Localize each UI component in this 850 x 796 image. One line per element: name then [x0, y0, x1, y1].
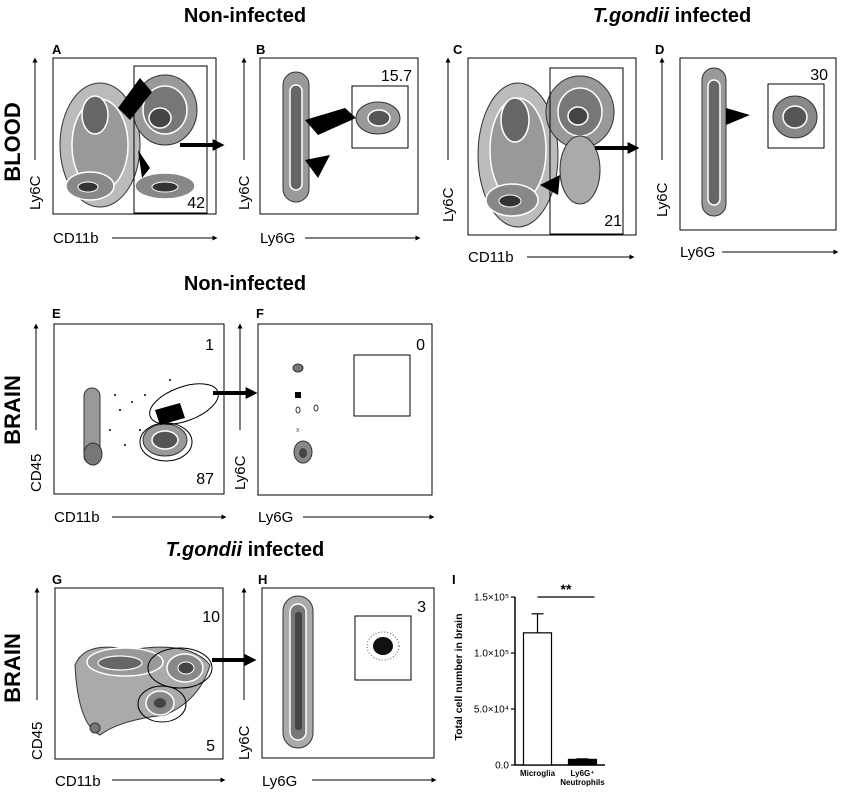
- x-axis-label: Ly6G: [262, 773, 297, 790]
- flow-density: [282, 595, 400, 749]
- y-axis-label: CD45: [28, 454, 45, 492]
- header-non-infected-top: Non-infected: [184, 5, 306, 27]
- flow-density: [701, 67, 818, 217]
- category-label: Ly6G⁺: [571, 769, 595, 778]
- x-axis-label: CD11b: [55, 773, 101, 790]
- panel-b: B 15.7 Ly6C Ly6G: [236, 42, 421, 247]
- panel-d: D 30 Ly6C Ly6G: [654, 42, 839, 261]
- panel-a: A 42 Ly6C CD11b: [27, 42, 225, 247]
- y-tick-label: 1.0×10⁵: [474, 649, 509, 660]
- x-axis-label: Ly6G: [258, 509, 293, 526]
- panel-f: F x 0 Ly6C Ly6G: [232, 306, 435, 526]
- x-axis-label: Ly6G: [260, 230, 295, 247]
- flow-density: [477, 75, 615, 228]
- gate-upper: [147, 647, 213, 689]
- panel-letter: C: [453, 42, 463, 57]
- y-axis-label: Ly6C: [232, 455, 249, 490]
- panel-letter: A: [52, 42, 62, 57]
- gate-lower: [137, 685, 187, 723]
- header-non-infected-middle: Non-infected: [184, 273, 306, 295]
- panel-letter: H: [258, 572, 267, 587]
- header-infected-top: T.gondii infected: [593, 5, 752, 27]
- bar-chart: 0.0 5.0×10⁴ 1.0×10⁵ 1.5×10⁵ Microglia Ly6G⁺Ne…: [474, 581, 605, 787]
- bar: [522, 632, 553, 766]
- gate-percent: 30: [810, 67, 828, 84]
- gate-percent-upper: 10: [202, 609, 220, 626]
- gate: [354, 615, 412, 681]
- plot-frame: [53, 323, 225, 495]
- panel-letter: D: [655, 42, 664, 57]
- gate: [351, 85, 409, 149]
- x-axis-label: CD11b: [468, 249, 514, 266]
- significance-label: **: [561, 581, 572, 597]
- panel-h: H 3 Ly6C Ly6G: [236, 572, 437, 790]
- flow-density: x: [292, 363, 319, 464]
- y-axis-label: Total cell number in brain: [453, 614, 465, 741]
- y-tick-label: 5.0×10⁴: [474, 705, 509, 716]
- flow-density: [282, 71, 401, 203]
- y-tick-label: 0.0: [495, 761, 509, 772]
- panel-letter: I: [452, 572, 456, 587]
- gate: [353, 354, 411, 417]
- plot-frame: [257, 323, 433, 496]
- flow-density: [74, 646, 211, 736]
- header-infected-bottom: T.gondii infected: [166, 539, 325, 561]
- flow-density: [83, 379, 188, 466]
- row-label-blood: BLOOD: [0, 102, 25, 181]
- gate: [767, 83, 825, 149]
- y-axis-label: Ly6C: [27, 175, 44, 210]
- category-label: Microglia: [520, 769, 556, 778]
- y-axis-label: Ly6C: [236, 725, 253, 760]
- y-tick-label: 1.5×10⁵: [474, 593, 509, 604]
- gate-percent: 0: [416, 337, 425, 354]
- y-axis-label: Ly6C: [654, 182, 671, 217]
- panel-g: G 10 5 CD45 CD11b: [29, 572, 257, 790]
- panel-letter: B: [256, 42, 265, 57]
- svg-text:x: x: [296, 427, 300, 434]
- gate-percent-upper: 1: [205, 337, 214, 354]
- gate-percent: 21: [604, 213, 622, 230]
- gate: [133, 65, 208, 214]
- bar: [567, 758, 598, 766]
- y-axis-label: Ly6C: [440, 187, 457, 222]
- panel-e: E 1 87 CD45 CD11b: [28, 306, 258, 526]
- x-axis-label: CD11b: [53, 230, 99, 247]
- category-label: Neutrophils: [560, 778, 605, 787]
- gate-percent-lower: 5: [206, 738, 215, 755]
- y-axis-label: Ly6C: [236, 175, 253, 210]
- gate-lower: [139, 422, 193, 462]
- panel-c: C 21 Ly6C CD11b: [440, 42, 640, 266]
- panel-letter: F: [256, 306, 264, 321]
- row-label-brain-1: BRAIN: [0, 375, 25, 445]
- gate-percent: 42: [187, 195, 205, 212]
- flow-density: [59, 74, 198, 208]
- gate-percent: 3: [417, 599, 426, 616]
- gate-percent: 15.7: [381, 68, 412, 85]
- panel-letter: G: [52, 572, 62, 587]
- gate-percent-lower: 87: [196, 471, 214, 488]
- gate: [549, 67, 624, 235]
- panel-i: I Total cell number in brain 0.0 5.0×10⁴ 1…: [452, 572, 605, 787]
- panel-letter: E: [52, 306, 61, 321]
- x-axis-label: CD11b: [54, 509, 100, 526]
- y-axis-label: CD45: [29, 722, 46, 760]
- x-axis-label: Ly6G: [680, 244, 715, 261]
- row-label-brain-2: BRAIN: [0, 633, 25, 703]
